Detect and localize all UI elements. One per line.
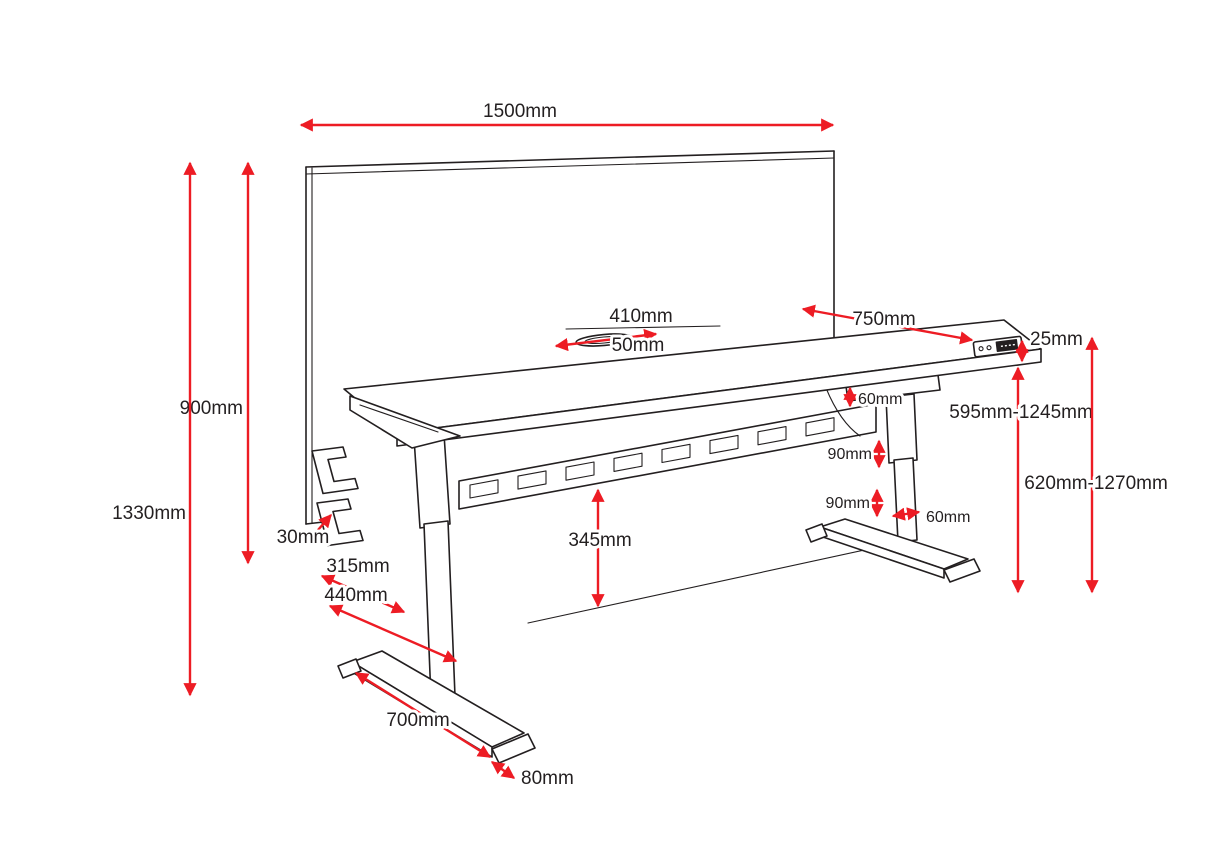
desktop-end-bracket: [349, 395, 461, 449]
right-lower-column: [893, 457, 918, 543]
desktop-end-bracket-line: [359, 404, 439, 433]
dim-label-beam-height: 60mm: [858, 391, 902, 408]
dim-label-frame-height-range: 595mm-1245mm: [949, 402, 1093, 423]
dim-beam-width-lower: 90mm: [823, 488, 884, 518]
dim-desktop-height-range: 620mm-1270mm: [1021, 336, 1171, 594]
dim-label-screen-to-column: 315mm: [326, 556, 389, 577]
dim-label-beam-width-upper: 90mm: [828, 446, 872, 463]
dim-foot-end-width: 80mm: [490, 761, 577, 792]
screen-clamp-upper: [311, 446, 359, 495]
cable-tray-body: [458, 403, 877, 510]
right-foot-rear-pad: [805, 523, 828, 543]
dim-foot-length: 700mm: [354, 671, 492, 759]
dim-grommet: 410mm 50mm: [554, 303, 721, 359]
dim-label-screen-thickness: 30mm: [277, 527, 330, 548]
dim-desktop-thickness: 25mm: [1015, 326, 1086, 363]
dim-label-foot-end-width: 80mm: [521, 768, 574, 789]
control-pad: [972, 335, 1024, 358]
dim-label-clearance: 345mm: [568, 530, 631, 551]
cable-tray-slots: [469, 417, 835, 499]
floor-line: [527, 540, 907, 624]
desktop: [343, 319, 1042, 449]
control-pad-button-up: [978, 346, 984, 352]
dim-label-grommet-position: 410mm: [609, 306, 672, 327]
dim-overall-height: 1330mm: [109, 161, 197, 697]
dim-label-column-width: 60mm: [926, 509, 970, 526]
screen-clamps: [311, 446, 364, 547]
dim-label-foot-length: 700mm: [386, 710, 449, 731]
dim-arrow-grommet: [554, 328, 658, 352]
dim-label-screen-width: 1500mm: [483, 101, 557, 122]
dim-label-desktop-height-range: 620mm-1270mm: [1024, 473, 1168, 494]
screen-top-edge-inner: [305, 157, 835, 175]
dim-screen-to-foot: 440mm: [321, 582, 458, 663]
dim-arrow-foot-end-width: [490, 761, 516, 779]
dim-clearance-under-beam: 345mm: [565, 488, 635, 608]
dim-arrow-screen-to-foot: [328, 604, 458, 663]
dim-label-desktop-depth: 750mm: [852, 309, 915, 330]
control-pad-digits: [1000, 343, 1015, 347]
screen-clamp-lower: [316, 498, 364, 547]
dim-arrow-screen-thickness: [317, 514, 332, 531]
dim-screen-thickness: 30mm: [274, 514, 332, 551]
dim-label-overall-height: 1330mm: [112, 503, 186, 524]
left-upper-column: [413, 433, 451, 529]
right-foot-front-pad: [943, 558, 981, 583]
privacy-screen: [305, 150, 835, 525]
cable-curve: [825, 387, 861, 437]
dim-screen-width: 1500mm: [299, 98, 835, 132]
left-lower-column: [423, 520, 456, 700]
right-upper-column: [885, 393, 918, 464]
dim-arrow-foot-length: [354, 671, 492, 759]
dim-beam-height: 60mm: [843, 386, 905, 411]
dim-label-screen-to-foot: 440mm: [324, 585, 387, 606]
control-pad-button-down: [986, 345, 992, 351]
dim-label-desktop-thickness: 25mm: [1030, 329, 1083, 350]
screen-top-edge: [305, 150, 835, 168]
dim-beam-width-upper: 90mm: [825, 439, 886, 469]
dim-label-grommet-width: 50mm: [612, 335, 665, 356]
dim-arrow-column-width: [891, 507, 921, 521]
right-leg: [805, 393, 981, 583]
dim-arrow-desktop-depth: [801, 304, 974, 345]
grommet-leader-line: [565, 325, 721, 330]
dim-label-beam-width-lower: 90mm: [826, 495, 870, 512]
dim-column-width: 60mm: [891, 506, 973, 529]
left-foot-front-pad: [491, 733, 536, 764]
dim-desktop-depth: 750mm: [801, 304, 974, 345]
desktop-front-edge: [396, 348, 1042, 447]
dim-screen-to-column: 315mm: [320, 553, 406, 614]
dim-frame-height-range: 595mm-1245mm: [946, 366, 1096, 594]
